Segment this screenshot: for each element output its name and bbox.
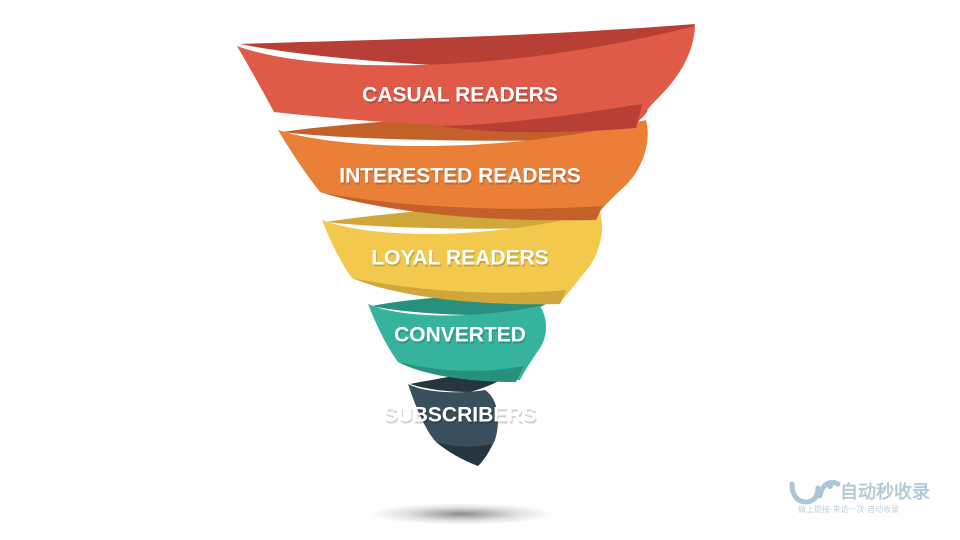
watermark-brand-text: 自动秒收录 [840, 481, 930, 503]
stage-label-shadow: CASUAL READERS [363, 86, 559, 109]
stage-label-interested-readers: INTERESTED READERS [339, 165, 581, 188]
watermark-tagline: 做上链接·来访一次·自动收录 [798, 504, 899, 514]
stage-label-subscribers: SUBSCRIBERS [384, 404, 537, 427]
funnel-shadow [370, 503, 554, 525]
ribbon-fold [440, 104, 642, 133]
ribbon-fold [352, 278, 566, 305]
ribbon-fold [320, 192, 602, 221]
stage-label-shadow: SUBSCRIBERS [385, 406, 538, 429]
watermark-logo-icon [789, 480, 841, 505]
ribbon-front [322, 212, 603, 301]
ribbon-front [278, 120, 648, 216]
stage-label-loyal-readers: LOYAL READERS [371, 247, 548, 270]
ribbon-front [368, 304, 546, 380]
funnel-stage-casual-readers [237, 24, 695, 133]
ribbon-fold [398, 362, 524, 382]
ribbon-front [408, 384, 498, 466]
ribbon-front [237, 26, 695, 129]
stage-label-shadow: LOYAL READERS [372, 249, 549, 272]
watermark: 自动秒收录 做上链接·来访一次·自动收录 [789, 480, 930, 514]
ribbon-fold [436, 442, 492, 466]
stage-labels: CASUAL READERS CASUAL READERS INTERESTED… [339, 84, 582, 429]
stage-label-shadow: INTERESTED READERS [340, 167, 582, 190]
stage-label-casual-readers: CASUAL READERS [362, 84, 558, 107]
stage-label-shadow: CONVERTED [395, 326, 527, 349]
stage-label-converted: CONVERTED [394, 324, 526, 347]
